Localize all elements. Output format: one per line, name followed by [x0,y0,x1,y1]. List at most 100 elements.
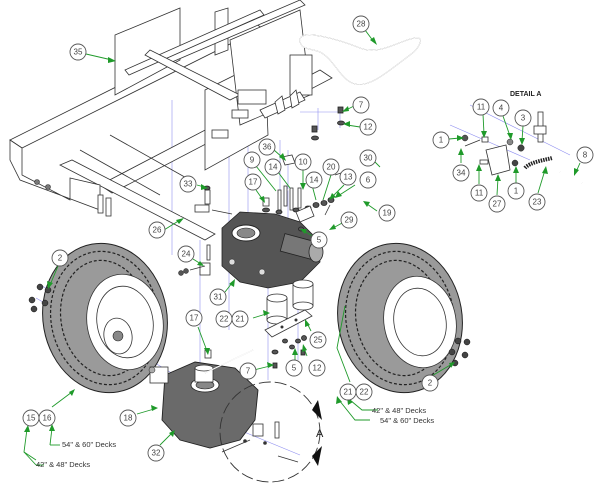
callout-27[interactable]: 27 [488,195,506,213]
callout-12[interactable]: 12 [308,359,326,377]
callout-16[interactable]: 16 [38,409,56,427]
callout-label: 19 [383,209,392,218]
callout-28[interactable]: 28 [352,15,370,33]
callout-label: 12 [364,123,373,132]
callout-label: 5 [292,364,297,373]
callout-17[interactable]: 17 [244,173,262,191]
callout-26[interactable]: 26 [148,221,166,239]
right-rear-wheel [337,242,471,394]
callout-label: 7 [359,101,364,110]
callout-label: 29 [345,216,354,225]
callout-32[interactable]: 32 [147,444,165,462]
callout-15[interactable]: 15 [22,409,40,427]
callout-label: 31 [214,293,223,302]
callout-21[interactable]: 21 [231,310,249,328]
left-rear-wheel [28,242,168,394]
callout-7[interactable]: 7 [352,96,370,114]
callout-label: 25 [314,336,323,345]
callout-label: 2 [428,379,433,388]
leader-lines [23,29,581,466]
callout-21[interactable]: 21 [339,383,357,401]
callout-label: 22 [220,315,229,324]
callout-8[interactable]: 8 [576,146,594,164]
callout-18[interactable]: 18 [119,409,137,427]
callout-label: 23 [533,198,542,207]
callout-5[interactable]: 5 [310,231,328,249]
callout-30[interactable]: 30 [359,149,377,167]
callout-23[interactable]: 23 [528,193,546,211]
callout-3[interactable]: 3 [514,109,532,127]
callout-label: 3 [521,114,526,123]
note-right-54-60: 54" & 60" Decks [380,416,434,425]
callout-31[interactable]: 31 [209,288,227,306]
callout-22[interactable]: 22 [355,383,373,401]
control-linkage [178,154,356,276]
callout-label: 14 [310,176,319,185]
callout-11[interactable]: 11 [472,98,490,116]
note-left-42-48: 42" & 48" Decks [36,460,90,469]
callouts: 35 28 7 12 36 9 10 14 14 20 13 30 6 17 3… [22,15,594,462]
callout-label: 26 [153,226,162,235]
callout-label: 28 [357,20,366,29]
detail-title: DETAIL A [510,91,541,98]
callout-5[interactable]: 5 [285,359,303,377]
callout-label: 1 [439,136,444,145]
callout-10[interactable]: 10 [294,153,312,171]
callout-label: 18 [124,414,133,423]
callout-24[interactable]: 24 [177,245,195,263]
callout-label: 36 [263,143,272,152]
callout-12[interactable]: 12 [359,118,377,136]
callout-label: 15 [27,414,36,423]
drive-belt [299,34,421,85]
transmission-upper [221,211,324,289]
detail-a-callout: A [219,381,324,483]
callout-6[interactable]: 6 [359,171,377,189]
callout-label: 17 [249,178,258,187]
callout-2[interactable]: 2 [51,249,69,267]
callout-label: 32 [152,449,161,458]
detail-a-assembly: DETAIL A [461,91,583,184]
callout-label: 11 [475,189,484,198]
callout-label: 24 [182,250,191,259]
callout-label: 20 [327,163,336,172]
detail-marker-label: A [316,428,324,440]
note-left-54-60: 54" & 60" Decks [62,440,116,449]
transmission-lower [148,349,259,449]
callout-label: 17 [190,314,199,323]
callout-17[interactable]: 17 [185,309,203,327]
callout-label: 5 [317,236,322,245]
callout-label: 21 [236,315,245,324]
callout-13[interactable]: 13 [339,168,357,186]
callout-9[interactable]: 9 [243,151,261,169]
callout-4[interactable]: 4 [492,99,510,117]
callout-label: 4 [499,104,504,113]
callout-1[interactable]: 1 [507,182,525,200]
callout-19[interactable]: 19 [378,204,396,222]
callout-22[interactable]: 22 [215,310,233,328]
callout-label: 1 [514,187,519,196]
callout-14[interactable]: 14 [305,171,323,189]
callout-33[interactable]: 33 [179,175,197,193]
callout-label: 22 [360,388,369,397]
bolt-group-top [311,106,345,141]
callout-2[interactable]: 2 [421,374,439,392]
callout-label: 2 [58,254,63,263]
callout-label: 9 [250,156,255,165]
callout-35[interactable]: 35 [69,43,87,61]
callout-label: 13 [344,173,353,182]
callout-29[interactable]: 29 [340,211,358,229]
callout-label: 16 [43,414,52,423]
callout-label: 8 [583,151,588,160]
callout-14[interactable]: 14 [264,158,282,176]
callout-11[interactable]: 11 [470,184,488,202]
callout-label: 30 [364,154,373,163]
callout-25[interactable]: 25 [309,331,327,349]
callout-1[interactable]: 1 [432,131,450,149]
callout-7[interactable]: 7 [239,362,257,380]
callout-36[interactable]: 36 [258,138,276,156]
callout-label: 6 [366,176,371,185]
callout-34[interactable]: 34 [452,164,470,182]
callout-label: 7 [246,367,251,376]
callout-20[interactable]: 20 [322,158,340,176]
